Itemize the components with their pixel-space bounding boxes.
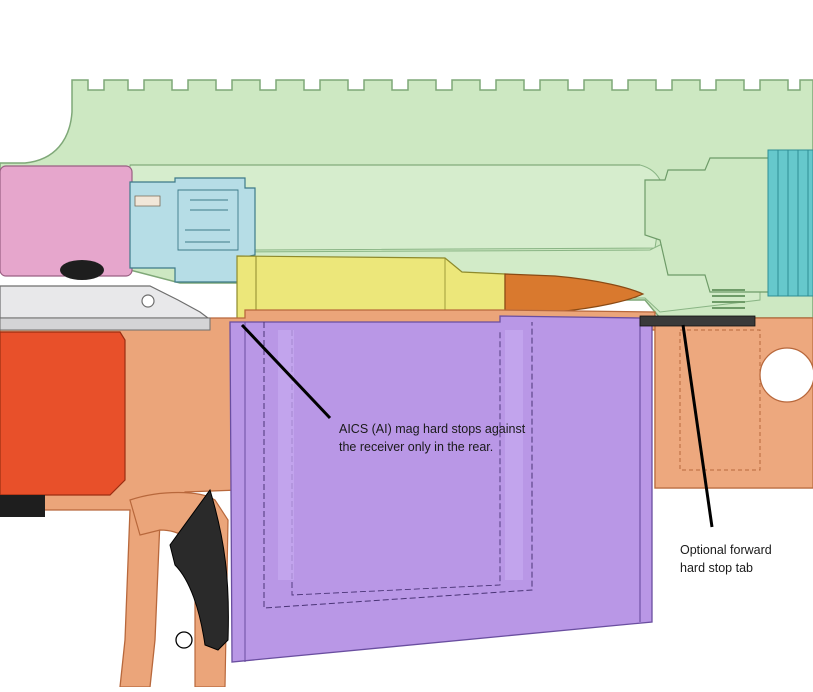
forward-tab-callout: Optional forward hard stop tab — [680, 541, 772, 577]
magazine-follower-outline — [291, 330, 501, 596]
trigger-lower-bar — [0, 495, 45, 517]
magazine-rib-left — [278, 330, 294, 580]
trigger-pin — [175, 631, 193, 649]
bolt-head-detail — [177, 189, 239, 251]
forward-stop-tab — [639, 315, 756, 327]
chassis — [0, 285, 813, 688]
magazine — [229, 315, 653, 663]
trigger-blade — [169, 488, 229, 651]
cartridge — [236, 255, 645, 323]
barrel-threads — [767, 149, 813, 297]
chassis-front-block — [654, 317, 813, 489]
bolt-assembly — [0, 165, 256, 283]
chassis-pocket — [679, 329, 761, 471]
forward-tab-callout-line-1: Optional forward — [680, 543, 772, 557]
bolt-spring — [134, 195, 161, 207]
aics-callout: AICS (AI) mag hard stops against the rec… — [339, 420, 525, 456]
aics-leader-line — [240, 323, 332, 420]
aics-callout-line-1: AICS (AI) mag hard stops against — [339, 422, 526, 436]
magazine-inner-outline — [263, 322, 533, 609]
chassis-rear-tab — [0, 285, 210, 319]
magazine-rib-right — [505, 330, 523, 580]
plate-screw — [141, 294, 155, 308]
aics-callout-line-2: the receiver only in the rear. — [339, 440, 494, 454]
trigger-block — [0, 331, 126, 496]
forward-tab-leader-line — [681, 324, 714, 528]
trigger-guard — [129, 488, 229, 688]
forward-tab-callout-line-2: hard stop tab — [680, 561, 753, 575]
barrel-nut — [644, 149, 813, 309]
chassis-plate — [0, 317, 211, 331]
chassis-pin-hole — [759, 347, 813, 403]
trigger-housing — [0, 331, 126, 517]
spring-coil — [712, 289, 745, 309]
bolt-knob — [60, 260, 104, 280]
bullet — [504, 273, 645, 315]
bolt-body — [0, 165, 133, 277]
